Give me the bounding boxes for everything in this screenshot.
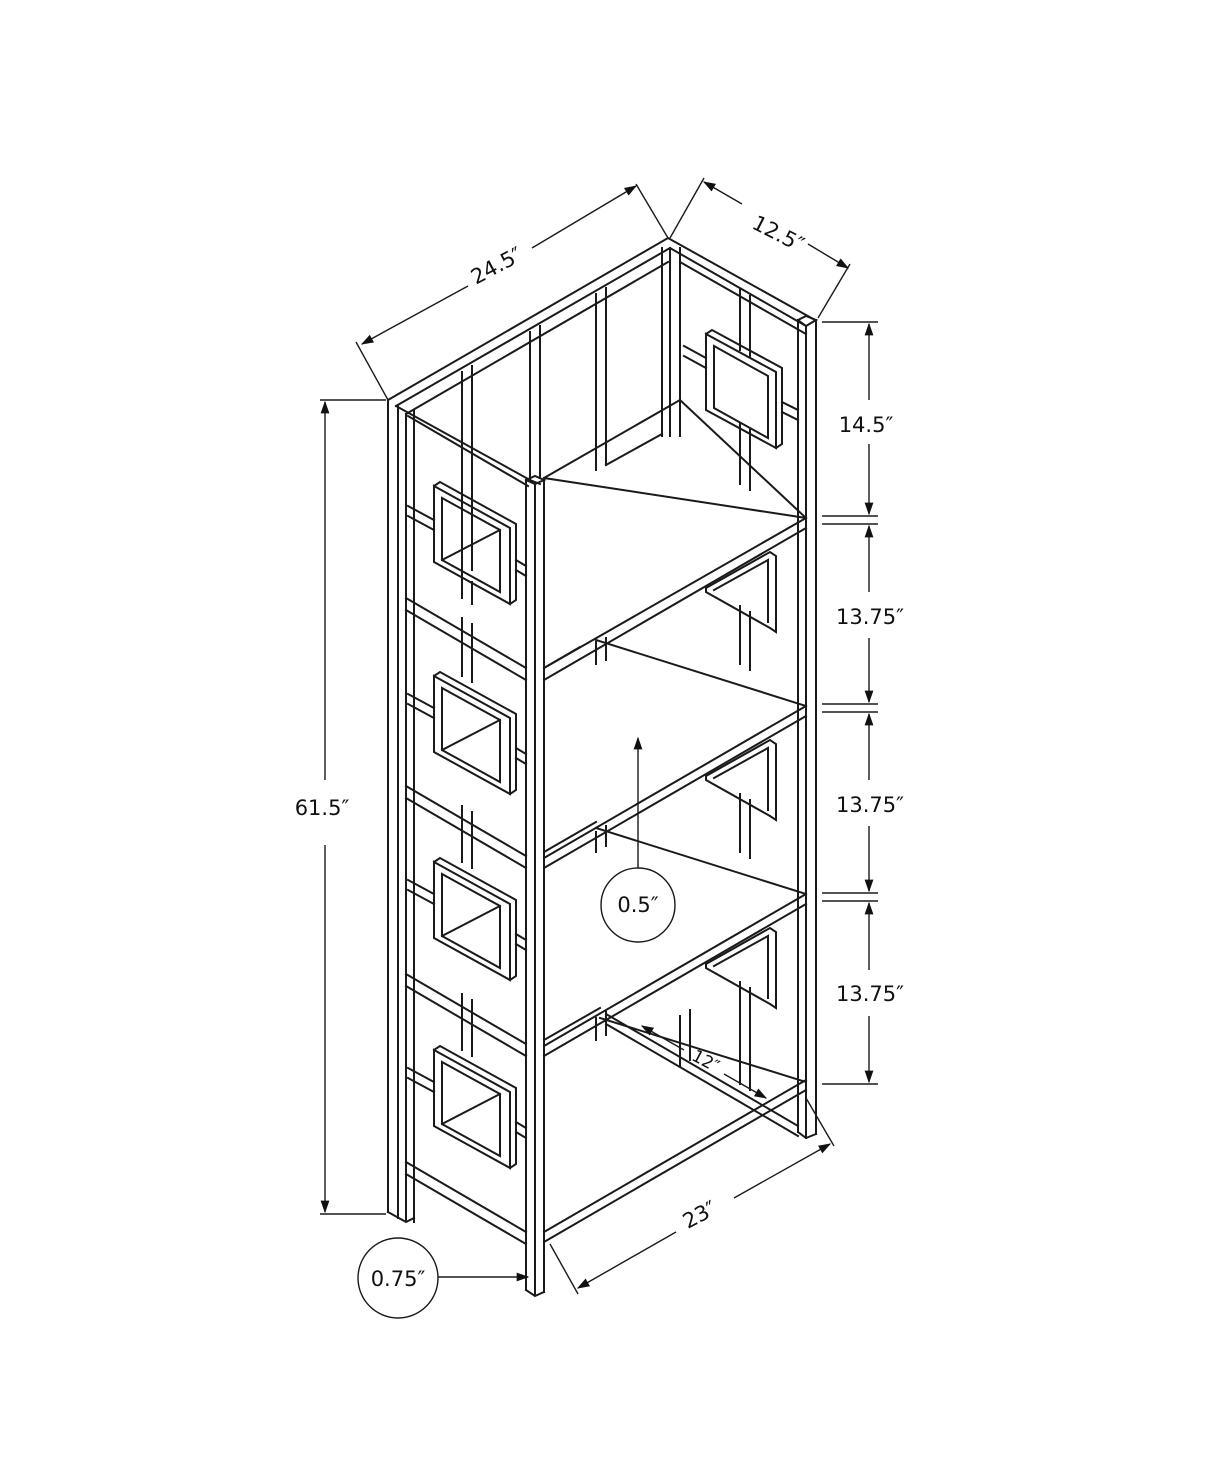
dimension-labels: 24.5″ 12.5″ 61.5″ 14.5″ 13.75″ 13.75″ 13… bbox=[295, 211, 904, 1319]
right-side-squares bbox=[679, 289, 800, 1091]
label-bottom-width: 23″ bbox=[679, 1196, 721, 1233]
label-shelf-gap-3: 13.75″ bbox=[836, 793, 904, 817]
shelves bbox=[542, 398, 808, 1244]
bookcase-frame bbox=[386, 236, 819, 1298]
label-shelf-thickness: 0.5″ bbox=[617, 893, 658, 917]
dimension-lines bbox=[320, 177, 878, 1295]
left-side-rails bbox=[404, 596, 528, 1246]
label-shelf-depth: 12″ bbox=[688, 1046, 722, 1077]
label-shelf-gap-2: 13.75″ bbox=[836, 605, 904, 629]
callout-leg-thickness-circle bbox=[357, 1237, 439, 1319]
left-side-squares bbox=[406, 480, 528, 1170]
label-shelf-gap-4: 13.75″ bbox=[836, 982, 904, 1006]
label-top-depth: 12.5″ bbox=[748, 211, 808, 257]
label-leg-thickness: 0.75″ bbox=[371, 1267, 426, 1291]
callout-shelf-thickness-circle bbox=[600, 867, 676, 943]
label-top-width: 24.5″ bbox=[467, 242, 527, 289]
label-shelf-gap-1: 14.5″ bbox=[839, 413, 894, 437]
label-total-height: 61.5″ bbox=[295, 796, 350, 820]
